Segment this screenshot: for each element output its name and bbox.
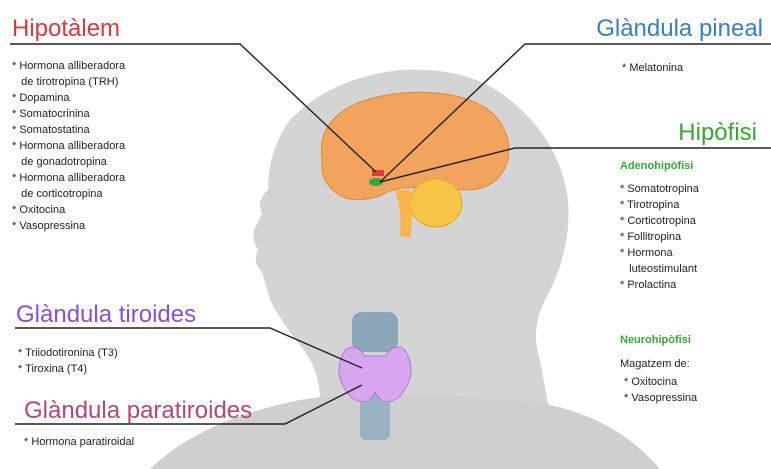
pituitary-title: Hipòfisi: [678, 120, 757, 146]
hypothalamus-title: Hipotàlem: [12, 16, 120, 42]
hypothalamus-hormone: * Hormona alliberadora de corticotropina: [12, 170, 125, 202]
adenohypophysis-hormone: * Follitropina: [620, 229, 699, 245]
thyroid-hormone: * Tiroxina (T4): [18, 361, 118, 377]
adenohypophysis-title: Adenohipòfisi: [620, 160, 693, 172]
pineal-hormone-list: * Melatonina: [622, 60, 683, 76]
neurohypophysis-hormone: * Oxitocina: [624, 374, 697, 390]
adenohypophysis-hormone-list: * Somatotropina * Tirotropina * Corticot…: [620, 181, 699, 293]
thyroid-hormone: * Triiodotironina (T3): [18, 345, 118, 361]
neurohypophysis-title: Neurohipòfisi: [620, 334, 691, 346]
brain: [321, 92, 509, 199]
thyroid-title: Glàndula tiroides: [16, 302, 196, 328]
adenohypophysis-hormone: * Hormona luteostimulant: [620, 245, 699, 277]
hypothalamus-marker: [372, 170, 384, 176]
pineal-hormone: * Melatonina: [622, 60, 683, 76]
hypothalamus-hormone: * Dopamina: [12, 90, 125, 106]
neurohypophysis-intro: Magatzem de:: [620, 358, 690, 370]
thyroid-hormone-list: * Triiodotironina (T3) * Tiroxina (T4): [18, 345, 118, 377]
cerebellum: [410, 179, 462, 227]
hypothalamus-hormone: * Somatocrinina: [12, 106, 125, 122]
hypothalamus-hormone: * Oxitocina: [12, 202, 125, 218]
parathyroid-title: Glàndula paratiroides: [24, 398, 252, 424]
neurohypophysis-hormone: * Vasopressina: [624, 390, 697, 406]
neurohypophysis-hormone-list: * Oxitocina * Vasopressina: [624, 374, 697, 406]
hypothalamus-hormone: * Hormona alliberadora de gonadotropina: [12, 138, 125, 170]
hypothalamus-hormone: * Hormona alliberadora de tirotropina (T…: [12, 58, 125, 90]
adenohypophysis-hormone: * Prolactina: [620, 277, 699, 293]
hypothalamus-hormone: * Vasopressina: [12, 218, 125, 234]
larynx: [352, 312, 398, 352]
adenohypophysis-hormone: * Somatotropina: [620, 181, 699, 197]
pineal-title: Glàndula pineal: [596, 16, 763, 42]
parathyroid-hormone-list: * Hormona paratiroidal: [24, 434, 134, 450]
hypothalamus-hormone-list: * Hormona alliberadora de tirotropina (T…: [12, 58, 125, 234]
adenohypophysis-hormone: * Corticotropina: [620, 213, 699, 229]
adenohypophysis-hormone: * Tirotropina: [620, 197, 699, 213]
hypothalamus-hormone: * Somatostatina: [12, 122, 125, 138]
parathyroid-hormone: * Hormona paratiroidal: [24, 434, 134, 450]
